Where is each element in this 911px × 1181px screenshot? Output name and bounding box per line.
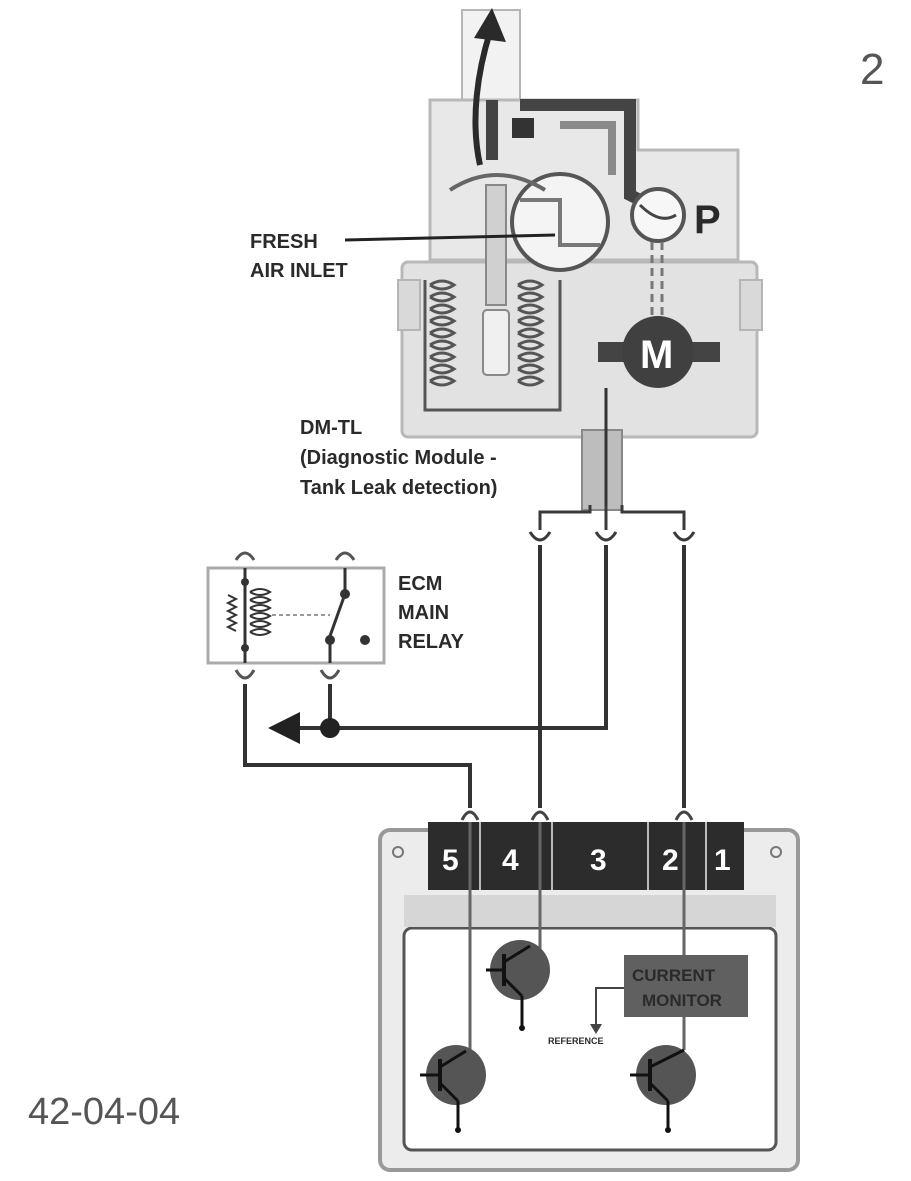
current-monitor-label-line2: MONITOR xyxy=(642,991,722,1010)
relay-terminal-bottom-left xyxy=(234,669,256,680)
housing-flange-right xyxy=(739,279,763,331)
pin-label: 3 xyxy=(590,844,607,877)
wiring xyxy=(243,545,686,808)
module-connector-terminals xyxy=(528,531,696,542)
wire-bundle xyxy=(581,429,623,511)
valve-internal xyxy=(520,198,600,247)
current-monitor-label-line1: CURRENT xyxy=(632,966,716,985)
motor-shaft-left xyxy=(598,342,628,362)
air-path-inner xyxy=(560,121,616,175)
pin-label: 5 xyxy=(442,844,459,877)
pin-label: 1 xyxy=(714,844,731,877)
reference-lead xyxy=(595,987,624,1028)
coil-left xyxy=(429,279,457,387)
wire-pin5 xyxy=(243,684,472,808)
ecm-screw-left xyxy=(392,846,404,858)
pump-vane xyxy=(638,203,677,220)
relay-terminal-top-left xyxy=(234,551,256,561)
relay-terminal-top-right xyxy=(334,551,356,561)
pin-terminal-5 xyxy=(460,810,480,821)
pump-label: P xyxy=(694,198,721,242)
relay-terminal-bottom-right xyxy=(319,669,341,680)
pin-terminal-4 xyxy=(530,810,550,821)
dmtl-label-line3: Tank Leak detection) xyxy=(300,477,497,499)
ecm-screw-right xyxy=(770,846,782,858)
fresh-air-label-line1: FRESH xyxy=(250,231,318,253)
current-monitor-box xyxy=(624,955,748,1017)
transistor-pin5 xyxy=(420,1045,486,1133)
junction-dot xyxy=(320,718,340,738)
pin-label: 2 xyxy=(662,844,679,877)
dmtl-label-line2: (Diagnostic Module - xyxy=(300,447,497,469)
ecm-connector xyxy=(428,822,744,890)
fresh-air-pointer xyxy=(344,233,556,242)
coil-right xyxy=(517,279,545,387)
outlet-arrow-line xyxy=(472,31,493,166)
reference-arrow-icon xyxy=(590,1024,602,1034)
fresh-air-label-line2: AIR INLET xyxy=(250,260,348,282)
ecm-main-relay xyxy=(206,551,386,680)
pin-label: 4 xyxy=(502,844,519,877)
module-harness xyxy=(538,505,686,530)
pin-terminal-2 xyxy=(674,810,694,821)
transistor-pin4 xyxy=(486,940,550,1031)
coil-bracket xyxy=(423,280,562,412)
reference-label: REFERENCE xyxy=(548,1036,604,1046)
motor-icon xyxy=(622,316,694,388)
motor-shaft-right xyxy=(690,342,720,362)
valve-stem xyxy=(485,184,507,306)
outlet-arrow-icon xyxy=(474,8,506,42)
plunger xyxy=(482,309,510,376)
page-number: 2 xyxy=(860,45,884,94)
housing-flange-left xyxy=(397,279,421,331)
relay-coil-icon xyxy=(225,594,239,632)
relay-switch-contact-2 xyxy=(360,635,370,645)
transistor-pin2 xyxy=(630,1045,696,1133)
relay-winding xyxy=(249,588,272,636)
valve-block xyxy=(512,118,534,138)
diaphragm xyxy=(448,173,547,192)
relay-label-line2: MAIN xyxy=(398,602,449,624)
relay-node-top xyxy=(241,578,249,586)
motor-label: M xyxy=(640,333,673,377)
relay-switch-arm xyxy=(328,593,347,637)
dmtl-module: P M xyxy=(397,8,763,511)
ecm-unit: 5 4 3 2 1 CURRENT MONITOR REFERENCE xyxy=(378,810,800,1172)
relay-node-bottom xyxy=(241,644,249,652)
ecm-band xyxy=(404,895,776,927)
wire-motor-supply xyxy=(330,545,608,730)
dmtl-label-line1: DM-TL xyxy=(300,417,362,439)
figure-code: 42-04-04 xyxy=(28,1091,180,1133)
pump-icon xyxy=(630,187,686,243)
b-plus-arrow-icon xyxy=(268,712,300,744)
relay-label-line3: RELAY xyxy=(398,631,465,653)
relay-label-line1: ECM xyxy=(398,573,442,595)
